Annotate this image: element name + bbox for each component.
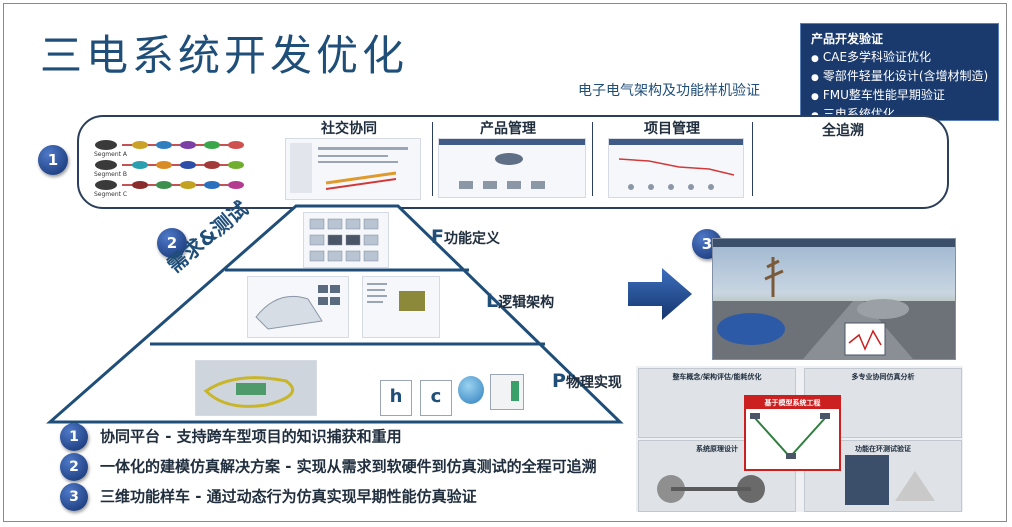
- physical-implementation-art: [196, 361, 316, 415]
- panel-divider: [592, 122, 593, 196]
- system-design-art: [657, 475, 765, 503]
- info-item: CAE多学科验证优化: [811, 49, 988, 68]
- level-physical-initial: P: [552, 370, 566, 392]
- logical-diagram-art: [367, 283, 425, 311]
- level-function: F功能定义: [431, 226, 500, 248]
- product-screenshot-art: [439, 139, 585, 189]
- social-screenshot-art: [290, 143, 408, 193]
- collage-cell-system-design: 系统原理设计: [638, 440, 796, 512]
- panel-label-social: 社交协同: [321, 121, 377, 137]
- hil-test-art: [845, 455, 935, 505]
- bullet-text: 协同平台 - 支持跨车型项目的知识捕获和重用: [100, 427, 402, 446]
- logical-diagram-screenshot: [362, 276, 440, 338]
- panel-label-trace: 全追溯: [822, 123, 864, 139]
- mbse-highlight-title: 基于模型系统工程: [746, 397, 839, 409]
- logical-architecture-screenshot: [247, 276, 349, 338]
- info-item: 零部件轻量化设计(含增材制造): [811, 68, 988, 87]
- bullet-item-1: 1 协同平台 - 支持跨车型项目的知识捕获和重用: [60, 423, 402, 451]
- project-screenshot-art: [609, 139, 743, 190]
- level-function-text: 功能定义: [443, 231, 500, 247]
- page-subtitle: 电子电气架构及功能样机验证: [578, 83, 760, 99]
- level-function-initial: F: [431, 226, 444, 248]
- simulation-scene-art: [713, 257, 955, 359]
- step-badge-1: 1: [38, 145, 68, 175]
- level-physical: P物理实现: [552, 370, 622, 392]
- simulation-toolbar: [713, 239, 955, 247]
- h-file-icon: h: [380, 380, 412, 416]
- info-box: 产品开发验证 CAE多学科验证优化 零部件轻量化设计(含增材制造) FMU整车性…: [800, 23, 999, 121]
- level-logic-text: 逻辑架构: [498, 295, 555, 311]
- bullet-item-3: 3 三维功能样车 - 通过动态行为仿真实现早期性能仿真验证: [60, 483, 477, 511]
- panel-label-product: 产品管理: [480, 121, 536, 137]
- chart-file-icon: [490, 374, 524, 410]
- page-title: 三电系统开发优化: [40, 31, 409, 80]
- bullet-text: 三维功能样车 - 通过动态行为仿真实现早期性能仿真验证: [100, 487, 477, 506]
- product-screenshot: [438, 138, 586, 198]
- v-model-icon: [750, 413, 830, 459]
- globe-file-icon: [458, 376, 484, 404]
- bullet-item-2: 2 一体化的建模仿真解决方案 - 实现从需求到软硬件到仿真测试的全程可追溯: [60, 453, 597, 481]
- panel-divider: [432, 122, 433, 196]
- segment-label: Segment C: [94, 191, 128, 198]
- physical-implementation-screenshot: [195, 360, 317, 416]
- logical-architecture-art: [255, 285, 340, 330]
- collage-cell-title: 系统原理设计: [696, 445, 738, 453]
- bullet-text: 一体化的建模仿真解决方案 - 实现从需求到软硬件到仿真测试的全程可追溯: [100, 457, 597, 476]
- segment-label: Segment A: [94, 151, 128, 158]
- collage-cell-title: 功能在环测试验证: [855, 445, 911, 453]
- slide-frame: [3, 3, 1007, 522]
- collage-cell-title: 整车概念/架构评估/能耗优化: [672, 373, 762, 381]
- project-screenshot: [608, 138, 744, 198]
- function-grid-art: [309, 218, 379, 262]
- c-file-icon: c: [420, 380, 452, 416]
- info-box-heading: 产品开发验证: [811, 32, 884, 46]
- bullet-badge: 1: [60, 423, 88, 451]
- level-logic: L逻辑架构: [486, 290, 554, 312]
- collage-cell-title: 多专业协同仿真分析: [851, 373, 915, 381]
- 3d-simulation-screenshot: [712, 238, 956, 360]
- info-item: FMU整车性能早期验证: [811, 87, 988, 106]
- function-definition-screenshot: [303, 212, 389, 268]
- level-physical-text: 物理实现: [565, 375, 622, 391]
- panel-label-project: 项目管理: [644, 121, 700, 137]
- panel-divider: [752, 122, 753, 196]
- social-screenshot: [285, 138, 421, 200]
- bullet-badge: 2: [60, 453, 88, 481]
- mbse-highlight-box: 基于模型系统工程: [744, 395, 841, 471]
- car-segments-illustration: [95, 140, 244, 190]
- level-logic-initial: L: [486, 290, 499, 312]
- bullet-badge: 3: [60, 483, 88, 511]
- segment-label: Segment B: [94, 171, 128, 178]
- arrow-right-icon: [628, 268, 692, 320]
